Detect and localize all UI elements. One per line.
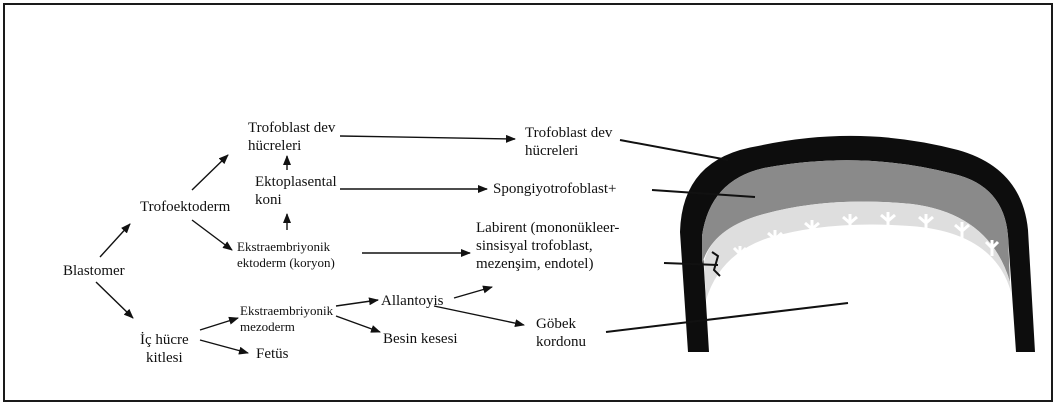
label-ic-hucre-kitlesi: İç hücre kitlesi [140,331,189,367]
arrow-trofoektoderm-to-trofoblast-dev [192,155,228,190]
label-labirent: Labirent (mononükleer- sinsisyal trofobl… [476,219,619,273]
arrow-trofoblast-dev-right [340,136,515,139]
pointer-giant-cells [620,140,728,160]
arrow-allantoyis-to-labirent [454,287,492,298]
label-ektoplasental-koni: Ektoplasental koni [255,173,337,209]
arrow-ic-hucre-to-mezoderm [200,318,238,330]
arrow-trofoektoderm-to-ekstra-ektoderm [192,220,232,250]
arrow-blastomer-to-trofoektoderm [100,224,130,257]
label-gobek-kordonu: Göbek kordonu [536,315,586,351]
arrow-blastomer-to-ic-hucre [96,282,133,318]
label-trofoektoderm: Trofoektoderm [140,198,230,216]
arrow-mezoderm-to-besin-kesesi [336,316,380,332]
arrow-mezoderm-to-allantoyis [336,300,378,306]
label-spongiyotrofoblast: Spongiyotrofoblast+ [493,180,616,198]
arrow-ic-hucre-to-fetus [200,340,248,353]
label-ekstraembriyonik-ektoderm: Ekstraembriyonik ektoderm (koryon) [237,239,335,270]
label-allantoyis: Allantoyis [381,292,444,310]
pointer-umbilical-cord [606,303,848,332]
label-ekstraembriyonik-mezoderm: Ekstraembriyonik mezoderm [240,303,333,334]
label-blastomer: Blastomer [63,262,125,280]
arrow-allantoyis-to-gobek [434,306,524,325]
label-trofoblast-dev-left: Trofoblast dev hücreleri [248,119,335,155]
placenta-section [680,136,1035,352]
label-fetus: Fetüs [256,345,289,363]
label-besin-kesesi: Besin kesesi [383,330,458,348]
label-trofoblast-dev-right: Trofoblast dev hücreleri [525,124,612,160]
